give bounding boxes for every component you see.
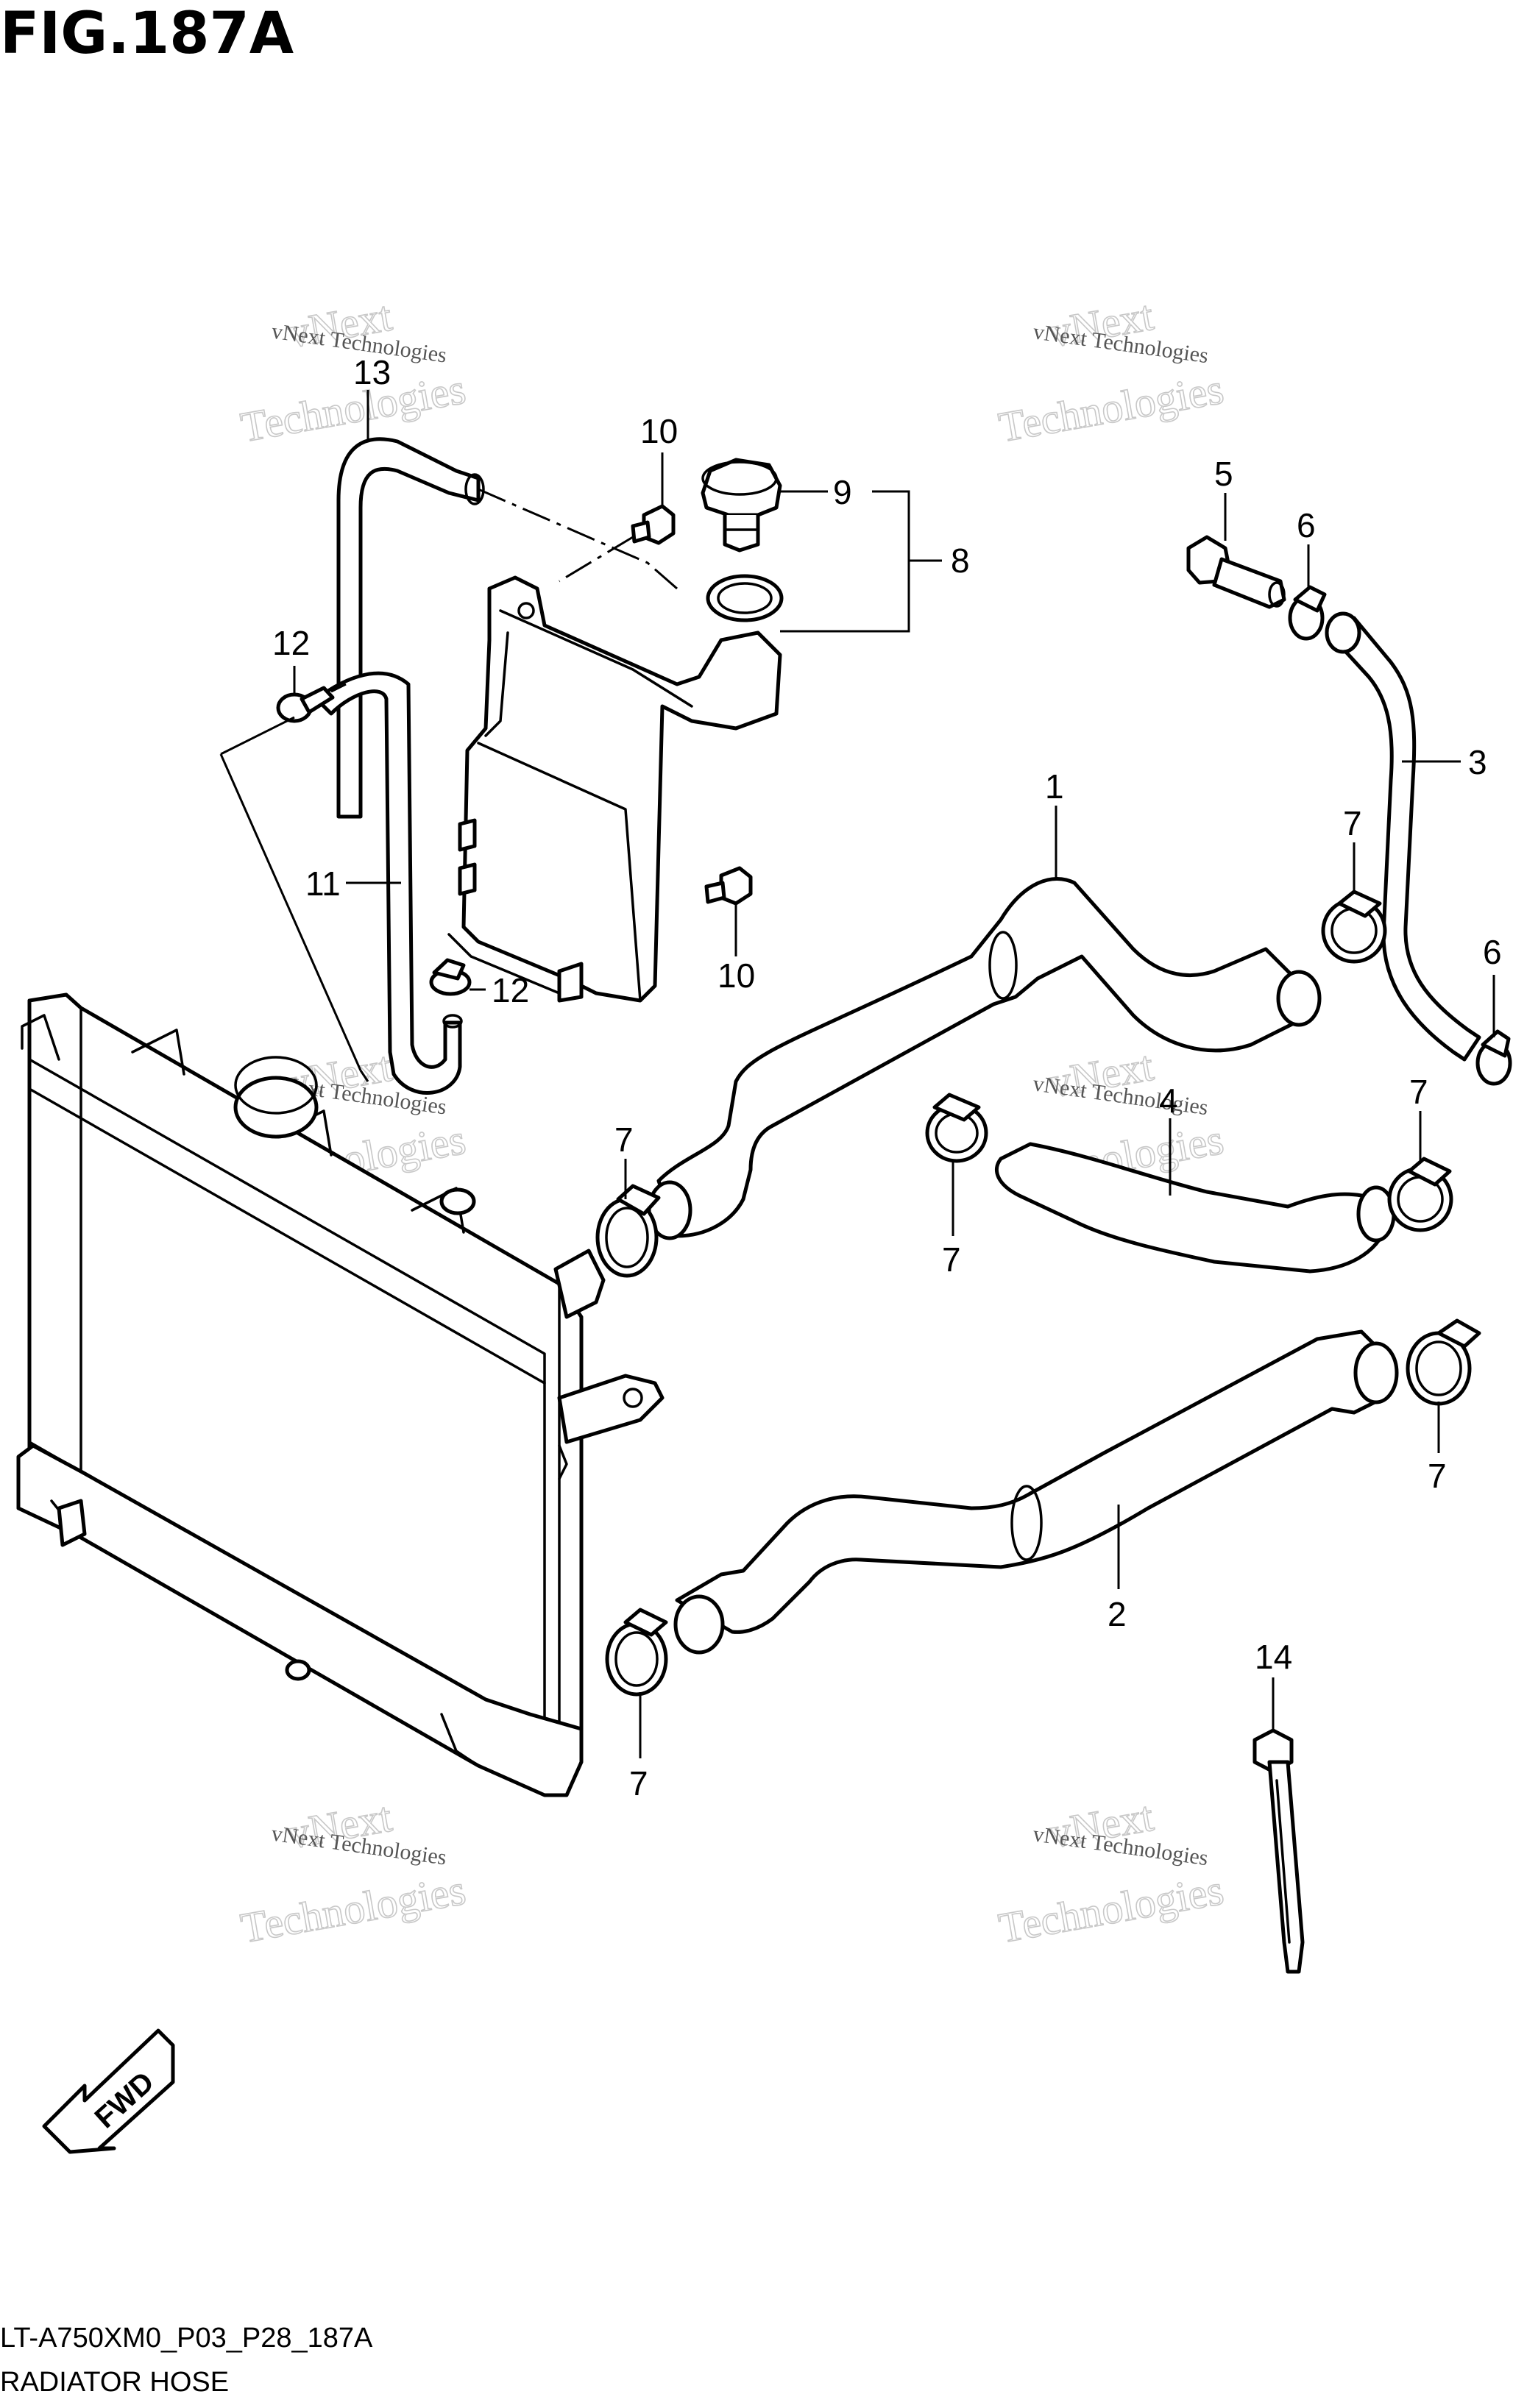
clamp-small-upper — [276, 686, 335, 723]
watermark-top-left: vNext Technologies — [237, 291, 470, 452]
clamp-7-left-upper — [595, 1184, 661, 1278]
callout-12-upper: 12 — [272, 624, 310, 662]
callout-8: 8 — [951, 541, 970, 580]
clamp-7-right-upper — [1321, 889, 1387, 964]
svg-text:Technologies: Technologies — [995, 365, 1227, 452]
callout-7-right-lower: 7 — [1428, 1457, 1447, 1495]
radiator-cap-icon — [233, 1076, 319, 1139]
callout-7-right-upper: 7 — [1343, 804, 1362, 842]
callout-7-left-lower: 7 — [629, 1764, 648, 1803]
callout-13: 13 — [353, 353, 391, 391]
callout-12-lower: 12 — [492, 971, 529, 1009]
svg-text:Technologies: Technologies — [995, 1866, 1227, 1953]
callout-5: 5 — [1214, 455, 1233, 493]
bolt-lower — [704, 866, 753, 906]
figure-title: FIG.187A — [0, 1, 294, 67]
clamp-7-right-lower — [1406, 1318, 1481, 1406]
clamp-7-left-lower — [605, 1608, 668, 1697]
breather-hose — [336, 437, 485, 819]
clamp-small-lower — [429, 958, 472, 996]
upper-radiator-hose — [647, 876, 1322, 1240]
reservoir-cap — [701, 458, 782, 553]
callout-11: 11 — [305, 864, 341, 903]
callout-10-upper: 10 — [640, 412, 678, 450]
callout-1: 1 — [1045, 767, 1064, 806]
heater-hose — [994, 1142, 1396, 1274]
radiator-assembly — [16, 992, 665, 1797]
callout-9: 9 — [833, 473, 852, 511]
forward-direction-arrow: FWD — [42, 2028, 175, 2154]
reservoir-tank — [447, 574, 784, 1003]
cable-tie — [1252, 1728, 1305, 1974]
callout-7-center: 7 — [942, 1240, 961, 1279]
callout-7-left-upper: 7 — [614, 1120, 634, 1159]
bolt-upper — [631, 504, 676, 545]
clamp-7-right-mid — [1387, 1157, 1453, 1232]
callout-4: 4 — [1159, 1082, 1178, 1120]
svg-text:Technologies: Technologies — [237, 1866, 469, 1953]
callout-labels: 13 10 9 8 12 11 10 12 1 7 5 6 3 6 7 7 4 … — [272, 353, 1502, 1803]
watermark-top-right: vNext Technologies — [995, 291, 1228, 452]
callout-7-right-mid: 7 — [1409, 1073, 1428, 1111]
leader-lines — [219, 390, 1495, 1758]
hose-fitting — [1186, 535, 1286, 609]
callout-6-lower: 6 — [1483, 933, 1502, 971]
figure-name: RADIATOR HOSE — [0, 2367, 229, 2398]
callout-6-upper: 6 — [1297, 506, 1316, 544]
bypass-hose — [1325, 611, 1481, 1062]
callout-3: 3 — [1468, 743, 1487, 781]
figure-code: LT-A750XM0_P03_P28_187A — [0, 2323, 373, 2354]
clamp-6-lower — [1475, 1029, 1512, 1086]
callout-10-lower: 10 — [717, 956, 755, 995]
callout-14: 14 — [1255, 1638, 1292, 1676]
reservoir-hose — [314, 671, 463, 1095]
clamp-6-upper — [1288, 585, 1327, 641]
callout-2: 2 — [1108, 1595, 1127, 1633]
clamp-7-center — [925, 1093, 988, 1163]
lower-radiator-hose — [673, 1329, 1399, 1655]
fwd-arrow-icon — [42, 2028, 175, 2154]
